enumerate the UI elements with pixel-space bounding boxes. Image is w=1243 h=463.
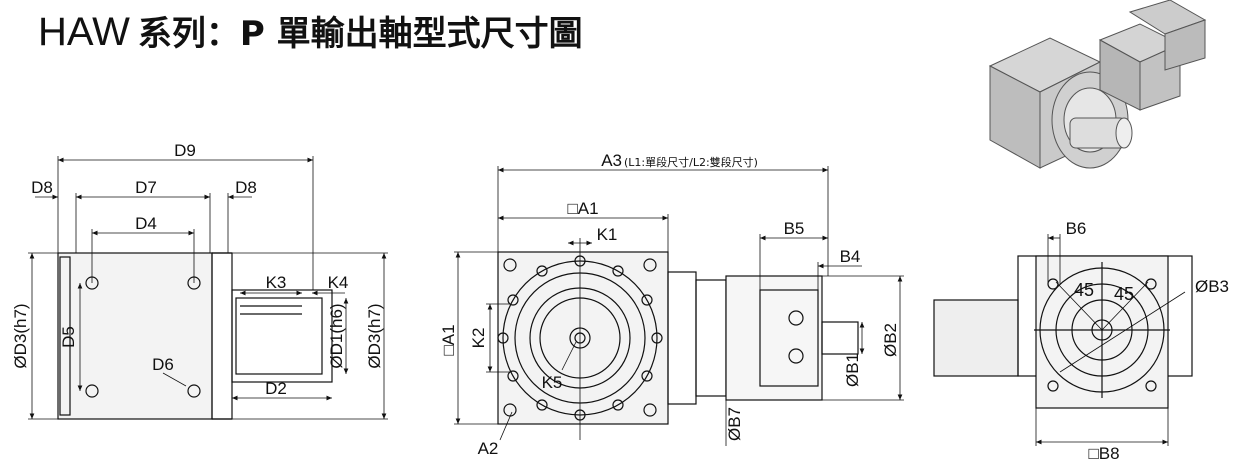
right-view — [933, 234, 1193, 446]
label-D3-left: ØD3(h7) — [11, 303, 30, 368]
left-view-labels: D9 D8 D7 D8 D4 ØD3(h7) D5 D6 K3 K4 ØD1(h… — [11, 141, 384, 398]
label-D9: D9 — [174, 141, 196, 160]
label-K1: K1 — [597, 225, 618, 244]
middle-view-labels: A3 (L1:單段尺寸/L2:雙段尺寸) □A1 K1 □A1 K2 K5 A2… — [439, 151, 900, 458]
left-shaft — [235, 297, 323, 375]
middle-neck — [695, 279, 727, 397]
left-hole-4 — [187, 384, 201, 398]
isometric-gearbox-image — [988, 0, 1207, 169]
label-B1: ØB1 — [843, 353, 862, 387]
left-flange — [59, 256, 71, 416]
label-B7: ØB7 — [725, 407, 744, 441]
middle-square-body — [497, 251, 669, 425]
label-B6: B6 — [1066, 219, 1087, 238]
label-K3: K3 — [266, 273, 287, 292]
label-A3: A3 — [601, 151, 622, 170]
middle-motor-flange — [725, 275, 823, 401]
label-D8-left: D8 — [31, 178, 53, 197]
label-D7: D7 — [135, 178, 157, 197]
label-angle-2: 45 — [1114, 284, 1134, 304]
label-K2: K2 — [469, 328, 488, 349]
label-A3-note: (L1:單段尺寸/L2:雙段尺寸) — [624, 155, 758, 169]
left-face-plate — [211, 252, 233, 420]
right-view-labels: B6 ØB3 □B8 45 45 — [1066, 219, 1229, 463]
label-D4: D4 — [135, 214, 157, 233]
title-series: 系列：P 單輸出軸型式尺寸圖 — [137, 14, 583, 54]
label-K4: K4 — [328, 273, 349, 292]
label-B8: □B8 — [1088, 444, 1119, 463]
label-B3: ØB3 — [1195, 277, 1229, 296]
label-A1-side: □A1 — [439, 324, 458, 355]
left-hole-3 — [85, 384, 99, 398]
label-A1-top: □A1 — [567, 199, 598, 218]
middle-motor-shaft — [821, 321, 859, 355]
label-B2: ØB2 — [881, 323, 900, 357]
label-B4: B4 — [840, 247, 861, 266]
label-D5: D5 — [59, 326, 78, 348]
label-angle-1: 45 — [1074, 280, 1094, 300]
label-D3-right: ØD3(h7) — [365, 303, 384, 368]
middle-adapter — [667, 271, 697, 405]
label-D8-right: D8 — [235, 178, 257, 197]
left-view — [28, 156, 388, 420]
middle-motor-body — [759, 289, 819, 387]
right-shaft-stub — [933, 299, 1019, 377]
left-body-outline — [57, 252, 213, 420]
label-B5: B5 — [784, 219, 805, 238]
label-A2: A2 — [478, 439, 499, 458]
middle-view — [454, 166, 904, 446]
label-D2: D2 — [265, 379, 287, 398]
left-shaft-housing — [231, 289, 333, 383]
label-K5: K5 — [542, 373, 563, 392]
label-D6: D6 — [152, 355, 174, 374]
label-D1: ØD1(h6) — [327, 303, 346, 368]
title-prefix: HAW — [38, 10, 130, 54]
